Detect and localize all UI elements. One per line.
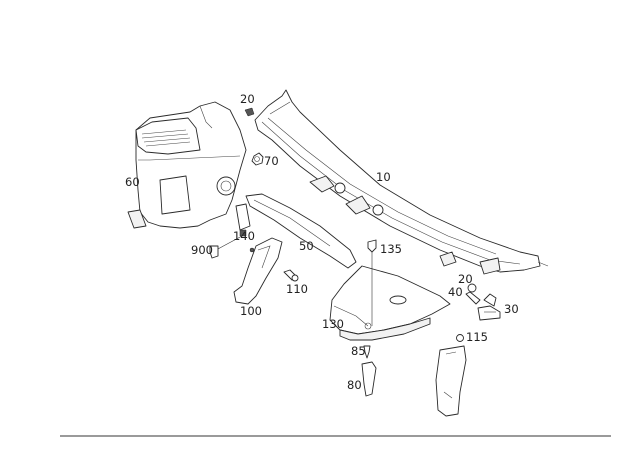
callout-20-top[interactable]: 20 (240, 92, 255, 106)
part-20-clip-top (244, 107, 255, 117)
part-115-nut (456, 334, 464, 342)
part-column (435, 345, 467, 417)
callout-85[interactable]: 85 (351, 344, 366, 358)
callout-30[interactable]: 30 (504, 302, 519, 316)
bottom-divider (60, 435, 611, 437)
callout-80[interactable]: 80 (347, 378, 362, 392)
callout-140[interactable]: 140 (233, 229, 255, 243)
callout-20-right[interactable]: 20 (458, 272, 473, 286)
callout-110[interactable]: 110 (286, 282, 308, 296)
callout-100[interactable]: 100 (240, 304, 262, 318)
part-40-bolt (465, 291, 481, 305)
part-20-washer (467, 283, 477, 293)
part-135-clip (367, 239, 377, 326)
part-80-bracket (361, 361, 377, 397)
callout-60[interactable]: 60 (125, 175, 140, 189)
callout-135[interactable]: 135 (380, 242, 402, 256)
callout-40[interactable]: 40 (448, 285, 463, 299)
part-60-air-filter-housing (127, 101, 247, 229)
callout-900[interactable]: 900 (191, 243, 213, 257)
part-10-cowl-panel (254, 89, 549, 275)
part-30-catch (477, 293, 501, 321)
part-900-connector (209, 235, 243, 259)
callout-10[interactable]: 10 (376, 170, 391, 184)
callout-115[interactable]: 115 (466, 330, 488, 344)
callout-50[interactable]: 50 (299, 239, 314, 253)
part-50-bracket (245, 193, 357, 269)
part-100-duct (233, 237, 283, 305)
part-140-sensor (235, 203, 251, 237)
part-85-screw (363, 345, 371, 359)
callout-130[interactable]: 130 (322, 317, 344, 331)
callout-70[interactable]: 70 (264, 154, 279, 168)
part-70-nut (251, 152, 264, 166)
part-130-lower-tray (329, 265, 451, 341)
part-110-bolt (283, 269, 299, 282)
